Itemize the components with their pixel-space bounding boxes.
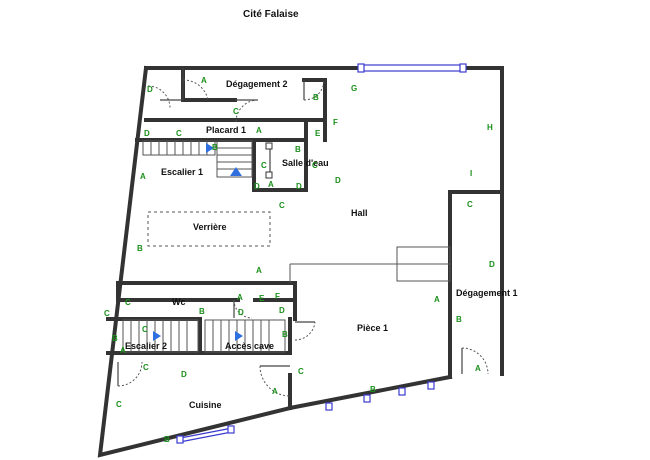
wall-label: C [176,129,182,138]
wall-label: C [312,161,318,170]
wall-label: C [143,363,149,372]
wall-label: D [279,306,285,315]
wall-label: A [256,266,262,275]
wall-label: B [282,330,288,339]
wall-label: E [315,129,321,138]
wall-label: C [279,201,285,210]
wall-label: A [272,387,278,396]
wall-label: D [489,260,495,269]
room-degagement-1: Dégagement 1 [456,288,518,298]
wall-label: C [104,309,110,318]
room-escalier-2: Escalier 2 [125,341,167,351]
staircase-1 [142,140,253,178]
room-verriere: Verrière [193,222,227,232]
wall-label: A [256,126,262,135]
wall-label: B [456,315,462,324]
wall-label: D [254,182,260,191]
wall-label: C [116,400,122,409]
wall-label: B [212,143,218,152]
wall-label: F [275,292,280,301]
wall-label: D [144,129,150,138]
thin-outlines [147,211,451,283]
wall-label: A [475,364,481,373]
room-placard-1: Placard 1 [206,125,246,135]
wall-label: A [268,180,274,189]
wall-label: D [335,176,341,185]
room-acces-cave: Accès cave [225,341,274,351]
room-degagement-2: Dégagement 2 [226,79,288,89]
wall-label: F [333,118,338,127]
wall-label: C [261,161,267,170]
wall-label: H [487,123,493,132]
wall-label: A [201,76,207,85]
doors [117,68,489,397]
room-labels: Dégagement 2 Placard 1 Escalier 1 Salle … [125,79,518,410]
interior-walls [106,66,504,410]
wall-label: D [147,85,153,94]
wall-label: C [125,298,131,307]
wall-labels: A D B G C H F D C A E B B C C A D I D A … [104,76,495,444]
wall-label: G [351,84,357,93]
wall-label: B [313,93,319,102]
staircase-2 [122,319,286,353]
wall-label: B [199,307,205,316]
plan-title: Cité Falaise [243,9,299,20]
room-cuisine: Cuisine [189,400,222,410]
wall-label: B [295,145,301,154]
room-salle-eau: Salle d'eau [282,158,329,168]
wall-label: D [296,182,302,191]
wall-label: A [237,293,243,302]
wall-label: A [434,295,440,304]
wall-label: C [467,200,473,209]
wall-label: I [470,169,472,178]
room-hall: Hall [351,208,368,218]
wall-label: B [370,385,376,394]
wall-label: E [259,294,265,303]
wall-label: C [298,367,304,376]
wall-label: D [181,370,187,379]
windows [176,63,467,444]
room-wc: Wc [172,297,186,307]
exterior-walls [97,65,504,458]
wall-label: B [112,334,118,343]
wall-label: C [142,325,148,334]
wall-label: B [164,435,170,444]
wall-label: A [140,172,146,181]
room-escalier-1: Escalier 1 [161,167,203,177]
wall-label: A [120,346,126,355]
wall-label: D [238,308,244,317]
room-piece-1: Pièce 1 [357,323,388,333]
wall-label: B [137,244,143,253]
wall-label: C [233,107,239,116]
